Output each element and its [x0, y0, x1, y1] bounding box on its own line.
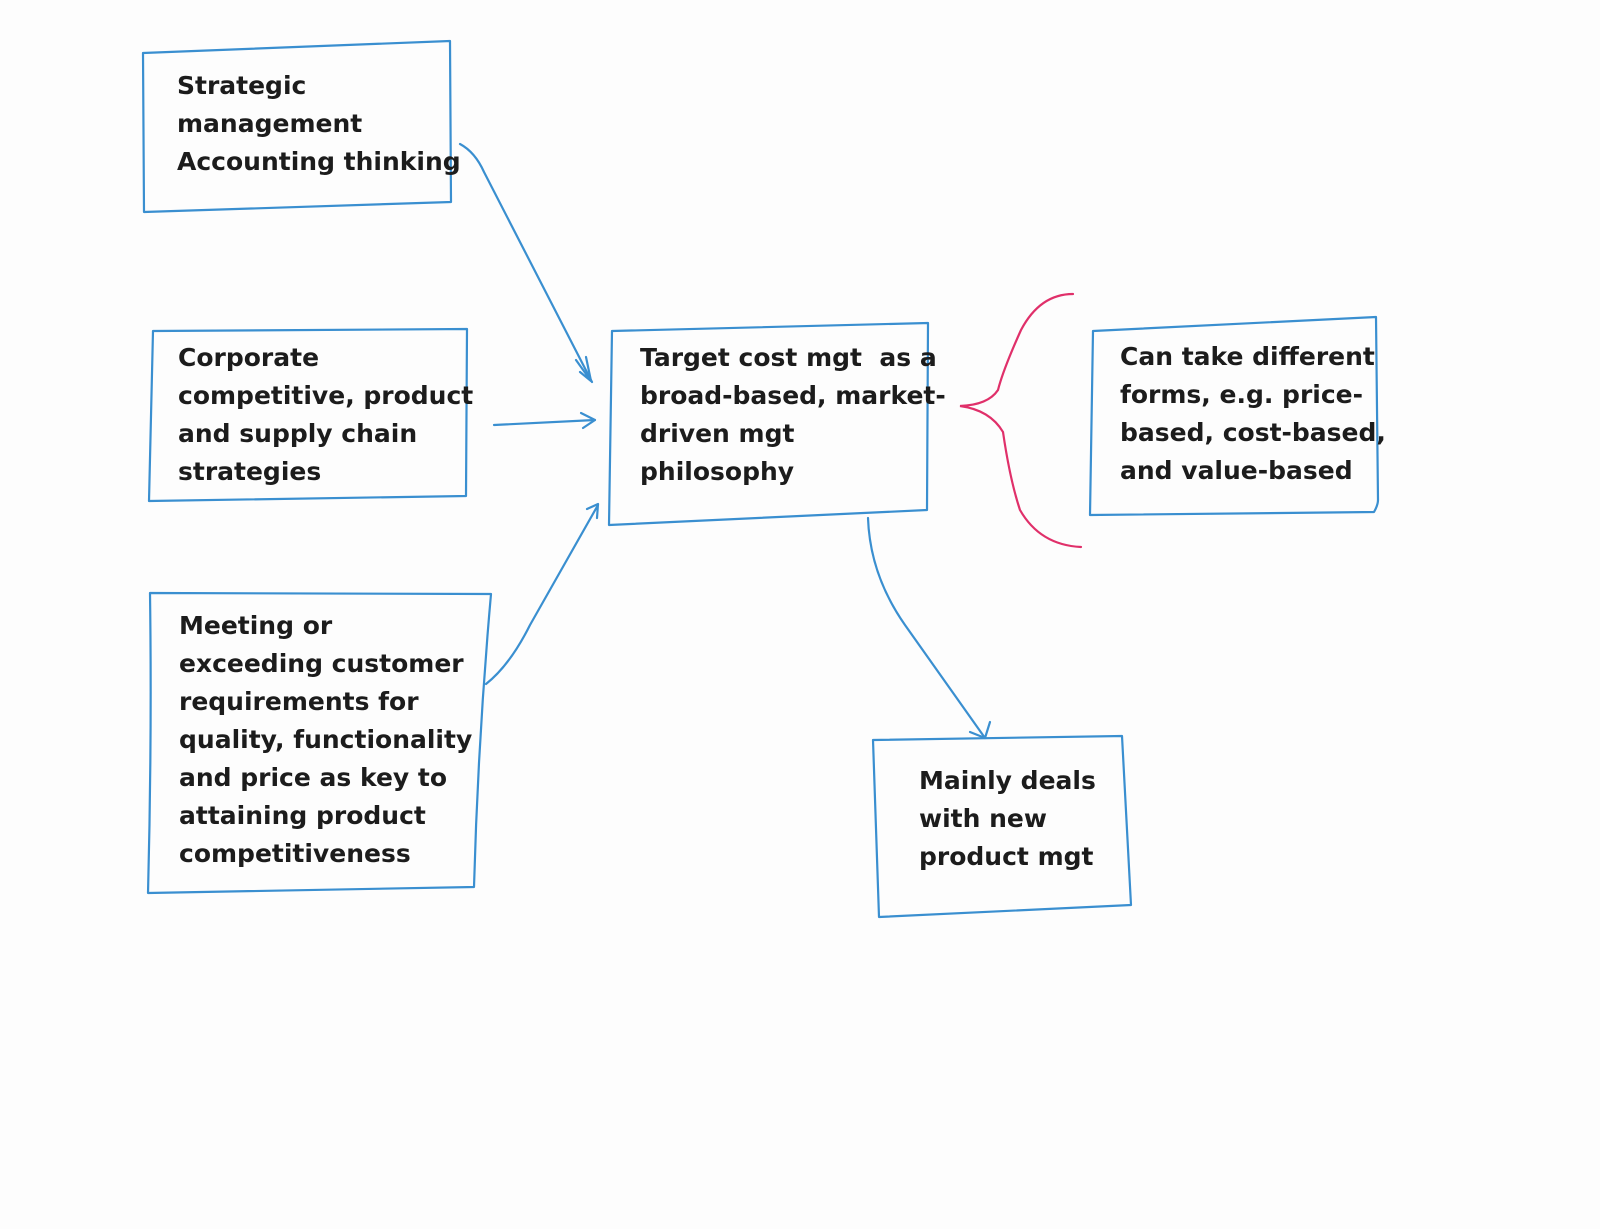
curly-brace [959, 292, 1083, 549]
center-line: Target cost mgt as a [640, 343, 937, 372]
strategic-box-text: Strategic management Accounting thinking [177, 67, 461, 181]
customer-line: requirements for [179, 687, 419, 716]
new-product-line: Mainly deals [919, 766, 1096, 795]
arrowhead-corporate [579, 411, 597, 430]
center-line: broad-based, market- [640, 381, 946, 410]
forms-line: Can take different [1120, 342, 1375, 371]
corporate-line: Corporate [178, 343, 320, 372]
forms-box-border [1088, 315, 1380, 517]
forms-box-text: Can take different forms, e.g. price- ba… [1120, 338, 1386, 490]
corporate-line: and supply chain [178, 419, 418, 448]
customer-line: competitiveness [179, 839, 411, 868]
customer-box-text: Meeting or exceeding customer requiremen… [179, 607, 472, 873]
arrow-customer-to-center [484, 503, 600, 686]
arrowhead-customer [585, 502, 600, 520]
center-box-border [607, 321, 930, 527]
new-product-line: with new [919, 804, 1047, 833]
center-line: driven mgt [640, 419, 795, 448]
corporate-line: competitive, product [178, 381, 474, 410]
corporate-line: strategies [178, 457, 322, 486]
customer-line: quality, functionality [179, 725, 473, 754]
arrow-center-to-new-product [866, 516, 987, 740]
corporate-box-text: Corporate competitive, product and suppl… [178, 339, 473, 491]
new-product-box-text: Mainly deals with new product mgt [919, 762, 1096, 876]
forms-line: based, cost-based, [1120, 418, 1386, 447]
new-product-line: product mgt [919, 842, 1094, 871]
arrow-strategic-to-center [458, 142, 594, 384]
strategic-line: Strategic [177, 71, 307, 100]
customer-line: exceeding customer [179, 649, 464, 678]
corporate-box-border [147, 327, 469, 503]
arrowhead-new-product [968, 720, 992, 740]
forms-line: forms, e.g. price- [1120, 380, 1364, 409]
forms-line: and value-based [1120, 456, 1353, 485]
customer-line: and price as key to [179, 763, 448, 792]
new-product-box-border [871, 734, 1133, 919]
center-line: philosophy [640, 457, 795, 486]
arrowhead-strategic [574, 355, 593, 383]
customer-line: attaining product [179, 801, 426, 830]
center-box-text: Target cost mgt as a broad-based, market… [640, 339, 946, 491]
strategic-box-border [141, 39, 453, 214]
customer-line: Meeting or [179, 611, 333, 640]
customer-box-border [146, 591, 493, 895]
strategic-line: Accounting thinking [177, 147, 461, 176]
strategic-line: management [177, 109, 363, 138]
arrow-corporate-to-center [492, 418, 597, 427]
